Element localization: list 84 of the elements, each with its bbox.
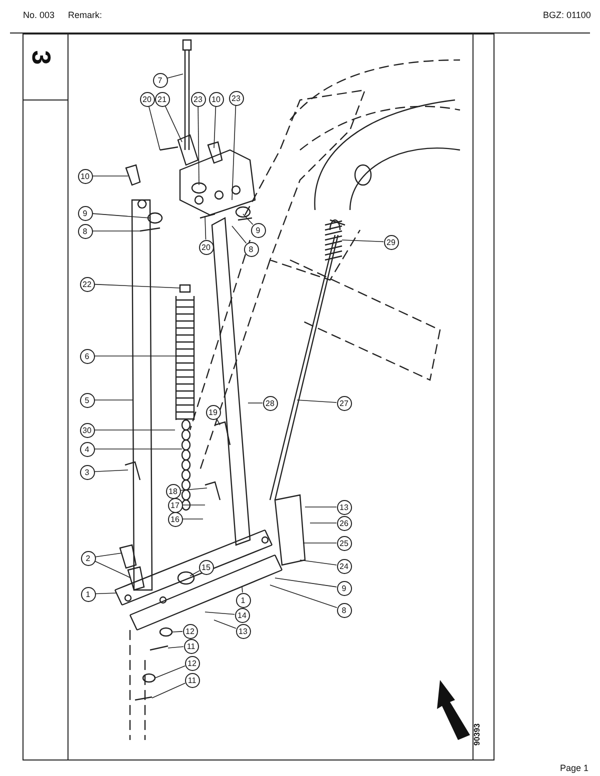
leader-line bbox=[180, 488, 208, 491]
leader-line bbox=[270, 584, 338, 608]
callout-number: 2 bbox=[80, 550, 96, 566]
leader-line bbox=[168, 646, 184, 648]
leader-line bbox=[242, 586, 243, 593]
page-number: Page 1 bbox=[560, 763, 589, 773]
leader-line bbox=[94, 448, 182, 450]
leader-line bbox=[232, 105, 236, 200]
leader-line bbox=[166, 74, 184, 78]
leader-line bbox=[204, 216, 206, 240]
callout-number: 25 bbox=[336, 536, 352, 550]
callout-number: 20 bbox=[140, 92, 154, 106]
callout-number: 12 bbox=[182, 624, 198, 638]
callout-number: 8 bbox=[336, 602, 352, 618]
leader-line bbox=[274, 578, 337, 588]
callout-number: 5 bbox=[80, 392, 94, 408]
callout-number: 8 bbox=[244, 242, 258, 256]
callout-number: 19 bbox=[206, 404, 220, 420]
leader-line bbox=[154, 665, 186, 678]
leader-line bbox=[95, 592, 118, 594]
section-number: 3 bbox=[26, 50, 57, 65]
callout-number: 23 bbox=[228, 90, 244, 106]
callout-number: 30 bbox=[80, 422, 94, 438]
callout-number: 29 bbox=[384, 234, 398, 250]
leader-line bbox=[172, 631, 183, 632]
callout-number: 24 bbox=[336, 558, 352, 574]
leader-line bbox=[92, 230, 140, 232]
callout-number: 14 bbox=[234, 608, 250, 622]
callout-number: 9 bbox=[336, 580, 352, 596]
leader-line bbox=[94, 560, 132, 578]
leader-line bbox=[296, 400, 337, 403]
leader-line bbox=[214, 620, 236, 629]
callout-number: 27 bbox=[336, 396, 352, 410]
leader-line bbox=[310, 522, 337, 524]
leader-line bbox=[92, 213, 150, 218]
page-number-label: No. 003 bbox=[23, 10, 55, 20]
callout-number: 6 bbox=[80, 348, 94, 364]
callout-number: 10 bbox=[78, 168, 92, 184]
callout-number: 26 bbox=[336, 516, 352, 530]
callout-number: 12 bbox=[184, 656, 200, 670]
callout-number: 16 bbox=[168, 512, 182, 526]
remark-label: Remark: bbox=[68, 10, 102, 20]
callout-number: 7 bbox=[152, 72, 168, 88]
leader-line bbox=[148, 106, 160, 150]
callout-number: 1 bbox=[236, 592, 250, 608]
leader-line bbox=[190, 570, 200, 576]
callout-number: 4 bbox=[80, 442, 94, 456]
callout-number: 3 bbox=[80, 464, 94, 480]
callout-number: 21 bbox=[154, 92, 170, 106]
leader-line bbox=[214, 106, 216, 148]
callout-number: 23 bbox=[190, 92, 206, 106]
callout-number: 11 bbox=[184, 638, 198, 654]
leader-line bbox=[152, 682, 186, 698]
leader-line bbox=[204, 612, 235, 615]
leader-line bbox=[94, 470, 128, 472]
leader-line bbox=[242, 214, 254, 225]
callout-number: 13 bbox=[336, 500, 352, 514]
callout-number: 13 bbox=[236, 624, 250, 638]
drawing-number: 90393 bbox=[472, 723, 482, 746]
group-code: BGZ: 01100 bbox=[543, 10, 591, 20]
callout-number: 11 bbox=[184, 672, 200, 688]
leader-line bbox=[164, 105, 182, 142]
callout-number: 1 bbox=[80, 586, 96, 602]
leader-line bbox=[304, 506, 337, 508]
leader-line bbox=[198, 106, 200, 186]
callout-number: 9 bbox=[78, 206, 92, 220]
leader-line bbox=[342, 240, 384, 242]
leader-line bbox=[182, 518, 204, 520]
callout-number: 8 bbox=[78, 224, 92, 238]
leader-line bbox=[94, 284, 180, 288]
leader-line bbox=[302, 542, 337, 544]
leader-line bbox=[95, 552, 122, 558]
callout-number: 10 bbox=[208, 92, 224, 106]
leader-line bbox=[182, 504, 206, 506]
callout-number: 15 bbox=[198, 560, 214, 574]
leader-line bbox=[300, 560, 337, 566]
callout-number: 17 bbox=[168, 498, 182, 512]
callout-number: 22 bbox=[80, 276, 94, 292]
callout-number: 28 bbox=[262, 396, 278, 410]
callout-number: 9 bbox=[250, 222, 266, 238]
leader-line bbox=[232, 226, 247, 244]
callout-number: 18 bbox=[166, 484, 180, 498]
callout-number: 20 bbox=[198, 240, 214, 254]
leader-line bbox=[248, 402, 263, 404]
